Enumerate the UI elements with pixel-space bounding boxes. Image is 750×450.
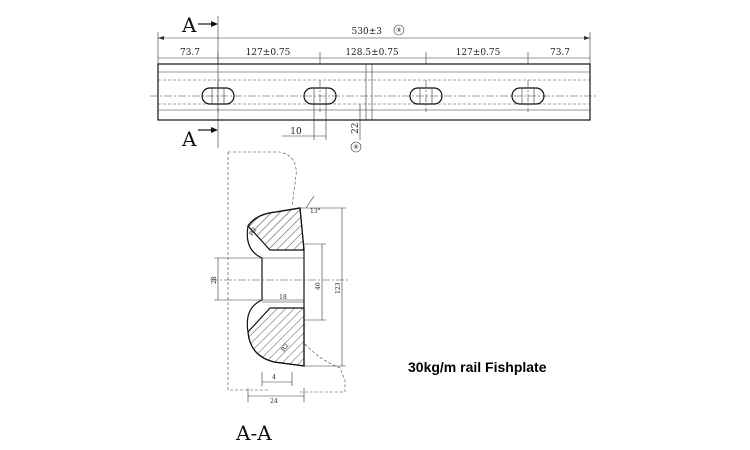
- slot-4: [511, 80, 545, 112]
- section-view: 28 40 123 18 13° R2 R2 4 24 A-A: [210, 151, 350, 445]
- arrow-left: [158, 36, 164, 40]
- plate-outline: [157, 63, 591, 121]
- overall-length-label: 530±3: [352, 27, 383, 37]
- section-mark-bottom: A: [181, 127, 197, 151]
- section-title: A-A: [235, 421, 272, 445]
- caption: 30kg/m rail Fishplate: [408, 359, 547, 375]
- total-height-label: 123: [335, 282, 342, 294]
- segment-end-left: 73.7: [180, 48, 200, 58]
- overall-note-circle: [393, 24, 405, 36]
- slot-3: [409, 80, 443, 112]
- segment-end-right: 73.7: [550, 48, 570, 58]
- offset-small-label: 4: [272, 374, 276, 381]
- slot-gap-label: 10: [290, 127, 302, 137]
- section-arrowhead-top: [211, 21, 218, 27]
- angle-label: 13°: [310, 208, 321, 215]
- overall-note: ⑧: [396, 27, 401, 34]
- fishplate-outline: [246, 207, 305, 367]
- angle-leader: [305, 195, 315, 209]
- slot-2: [303, 80, 337, 112]
- segment-pitch-2: 127±0.75: [456, 48, 501, 58]
- hole-depth-label: 18: [279, 294, 287, 301]
- chamfer-bottom-label: R2: [280, 342, 291, 353]
- rail-profile-hidden: [227, 151, 346, 393]
- section-mark-top: A: [181, 13, 197, 37]
- chamfer-top-label: R2: [248, 226, 259, 237]
- height-note: ⑧: [353, 144, 358, 151]
- height-note-circle: [350, 141, 362, 153]
- fishplate-lower-section: [247, 307, 305, 367]
- segment-pitch-mid: 128.5±0.75: [345, 48, 399, 58]
- segment-pitch-1: 127±0.75: [246, 48, 291, 58]
- bore-left-label: 28: [211, 276, 218, 284]
- section-arrowhead-bottom: [211, 127, 218, 133]
- offset-base-label: 24: [270, 398, 278, 405]
- plan-view: 530±3 ⑧ 73.7 127±0.75 128.5±0.75 127±0.7…: [150, 13, 598, 153]
- height-dim-label: 22: [351, 123, 361, 134]
- bore-right-label: 40: [315, 282, 322, 290]
- arrow-right: [584, 36, 590, 40]
